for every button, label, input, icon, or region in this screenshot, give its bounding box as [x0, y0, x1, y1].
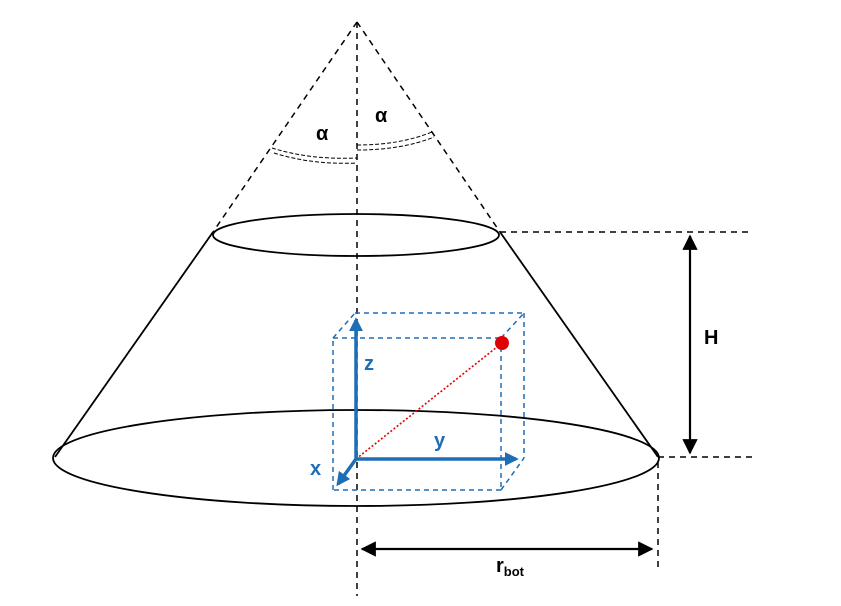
radius-label: rbot — [496, 555, 525, 579]
top-ellipse — [212, 213, 500, 257]
frustum-right-side — [499, 231, 659, 458]
coordinate-box — [332, 312, 525, 491]
alpha-label-right: α — [375, 105, 388, 127]
y-axis-label: y — [434, 430, 446, 452]
x-axis-label: x — [310, 458, 321, 480]
radius-label-subscript: bot — [504, 564, 525, 579]
apex-left-dashed-line — [212, 21, 358, 233]
frustum-left-side — [54, 231, 214, 458]
z-axis-label: z — [364, 353, 374, 375]
x-axis-arrow — [336, 457, 358, 487]
apex-right-dashed-line — [356, 21, 501, 233]
alpha-arc-left — [271, 147, 358, 164]
target-point — [495, 336, 509, 350]
position-vector-line — [355, 342, 503, 460]
alpha-arc-right — [356, 131, 435, 151]
height-label: H — [704, 327, 718, 349]
alpha-label-left: α — [316, 123, 329, 145]
radius-label-main: r — [496, 555, 504, 577]
